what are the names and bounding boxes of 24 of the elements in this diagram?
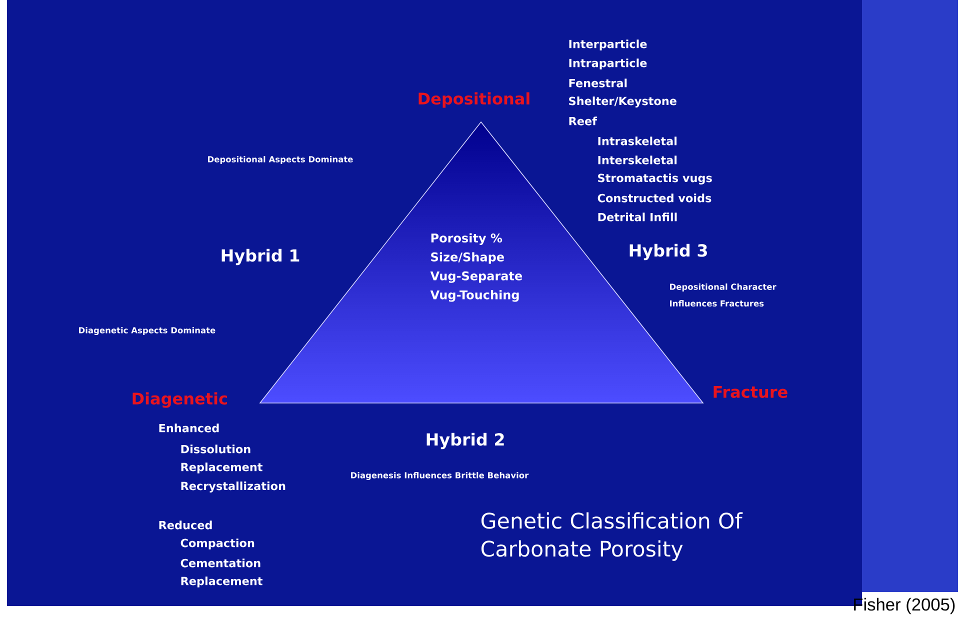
list-item: Interparticle	[569, 40, 647, 50]
list-item: Detrital Infill	[598, 212, 677, 222]
field-note: Diagenesis Influences Brittle Behavior	[351, 472, 529, 480]
field-note: Diagenetic Aspects Dominate	[79, 326, 216, 336]
vertex-label: Depositional	[418, 92, 530, 108]
list-item: Fenestral	[569, 78, 627, 88]
list-item: Compaction	[180, 538, 254, 550]
field-label: Hybrid 2	[426, 432, 504, 450]
field-label: Hybrid 3	[630, 244, 707, 260]
list-item: Cementation	[180, 558, 260, 568]
list-item: Shelter/Keystone	[569, 96, 676, 108]
vertex-label: Diagenetic	[132, 392, 227, 408]
vertex-label: Fracture	[714, 386, 788, 398]
source-caption: Fisher (2005)	[854, 598, 955, 614]
slide-title: Genetic Classification Of Carbonate Porosity	[481, 512, 743, 561]
list-item: Intraskeletal	[598, 136, 677, 146]
list-item: Interskeletal	[598, 156, 677, 164]
list-item: Replacement	[181, 576, 262, 588]
list-item: Dissolution	[181, 444, 250, 454]
list-item: Recrystallization	[181, 482, 286, 492]
list-item: Intraparticle	[569, 58, 647, 70]
list-item: Enhanced	[159, 424, 219, 432]
list-item: Replacement	[181, 462, 262, 474]
list-item: Reduced	[159, 520, 212, 530]
